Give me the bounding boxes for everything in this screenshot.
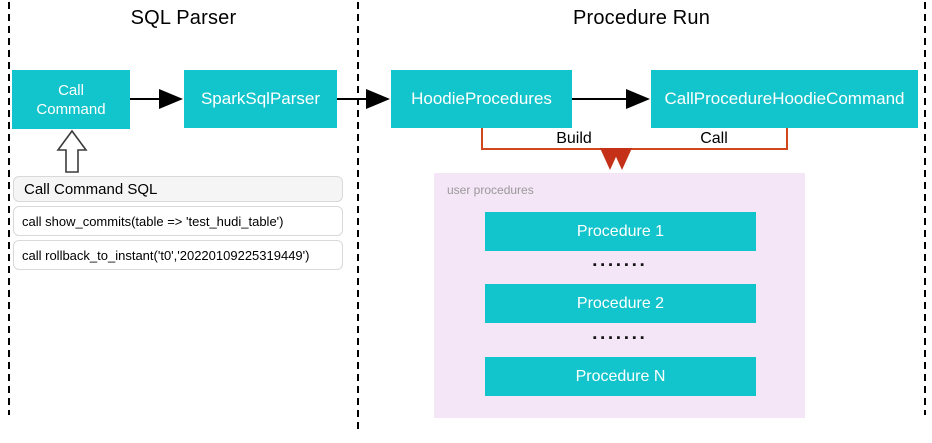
node-procedure-2: Procedure 2 [485, 284, 756, 323]
node-callprocedurehoodiecommand: CallProcedureHoodieCommand [651, 70, 918, 128]
node-call-command: Call Command [12, 70, 130, 129]
section-title-procedure-run: Procedure Run [572, 7, 711, 29]
user-procedures-panel: user procedures Procedure 1 ▪▪▪▪▪▪▪ Proc… [434, 173, 805, 418]
node-call-command-line1: Call [58, 81, 84, 99]
sql-panel-header: Call Command SQL [13, 176, 343, 202]
sql-statement-row: call rollback_to_instant('t0','202201092… [13, 240, 343, 270]
node-call-command-line2: Command [36, 100, 106, 118]
edge-label-call: Call [700, 130, 728, 147]
ellipsis-dots: ▪▪▪▪▪▪▪ [592, 332, 649, 344]
edge-label-build: Build [556, 130, 592, 147]
up-arrow-icon [56, 129, 88, 173]
node-procedure-1: Procedure 1 [485, 212, 756, 251]
user-procedures-label: user procedures [447, 183, 534, 197]
node-sparksqlparser: SparkSqlParser [184, 70, 337, 128]
section-title-sql-parser: SQL Parser [130, 7, 237, 29]
node-procedure-n: Procedure N [485, 357, 756, 396]
sql-statement-row: call show_commits(table => 'test_hudi_ta… [13, 206, 343, 236]
ellipsis-dots: ▪▪▪▪▪▪▪ [592, 259, 649, 271]
node-hoodieprocedures: HoodieProcedures [391, 70, 572, 128]
